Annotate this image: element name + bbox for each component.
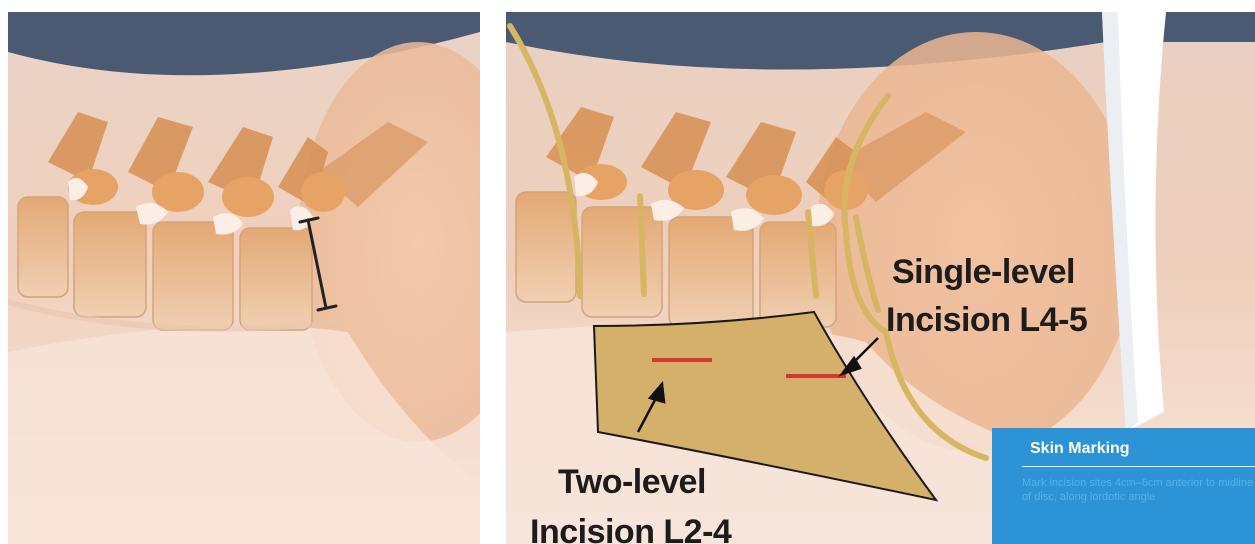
left-illustration-panel [8, 12, 480, 544]
info-card-body: Mark incision sites 4cm–6cm anterior to … [1022, 476, 1255, 504]
single-level-label-line1: Single-level [892, 252, 1075, 292]
left-spine-illustration [8, 12, 480, 544]
two-level-label-line1: Two-level [558, 462, 706, 502]
skin-marking-info-card: Skin Marking Mark incision sites 4cm–6cm… [992, 428, 1255, 544]
info-card-divider [1022, 466, 1255, 467]
single-level-label-line2: Incision L4-5 [886, 300, 1087, 340]
info-card-title: Skin Marking [1030, 440, 1130, 458]
two-level-label-line2: Incision L2-4 [530, 512, 731, 544]
right-illustration-panel: Single-level Incision L4-5 Two-level Inc… [506, 12, 1255, 544]
